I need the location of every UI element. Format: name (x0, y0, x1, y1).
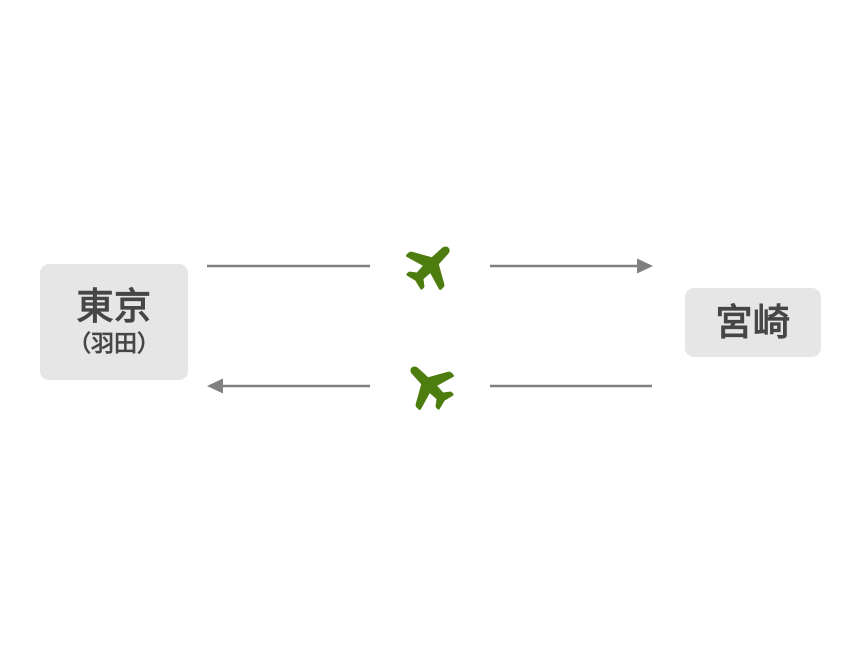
station-destination: 宮崎 (685, 288, 821, 357)
station-origin-sub: （羽田） (68, 330, 160, 357)
station-destination-name: 宮崎 (715, 300, 791, 344)
airplane-right-icon (400, 236, 460, 296)
route-inbound-lines (207, 378, 652, 394)
airplane-left-icon (400, 356, 460, 416)
route-inbound (0, 356, 860, 416)
station-origin-name: 東京 (76, 285, 152, 329)
route-outbound (0, 236, 860, 296)
station-origin: 東京 （羽田） (40, 264, 188, 380)
route-inbound-arrowhead-left-icon (207, 378, 223, 394)
route-outbound-arrowhead-right-icon (637, 258, 653, 274)
route-outbound-lines (207, 258, 653, 274)
